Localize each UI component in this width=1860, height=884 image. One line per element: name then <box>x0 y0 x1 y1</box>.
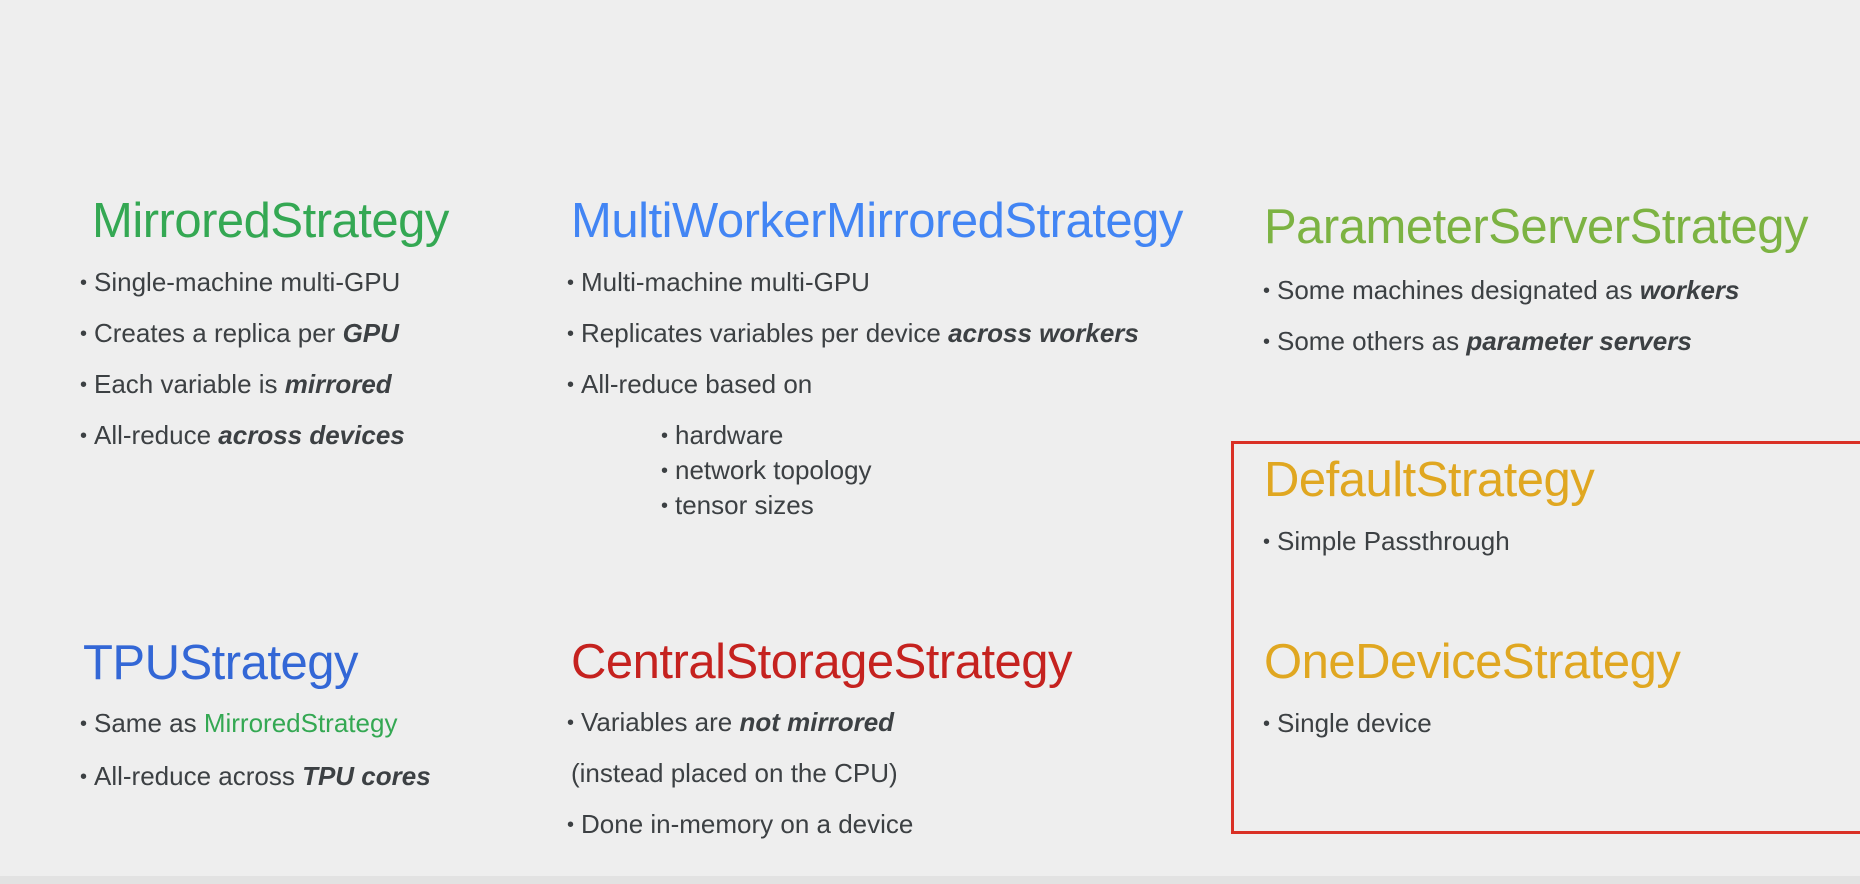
one-device-strategy-title: OneDeviceStrategy <box>1264 635 1681 689</box>
tpu-bullet-1: •Same as MirroredStrategy <box>80 708 398 738</box>
bottom-bar <box>0 876 1860 884</box>
bullet-icon: • <box>567 272 575 294</box>
mirrored-strategy-link: MirroredStrategy <box>203 708 398 738</box>
parameter-server-strategy-title: ParameterServerStrategy <box>1264 200 1809 254</box>
bullet-icon: • <box>80 272 88 294</box>
multiworker-sub-bullet-2: •network topology <box>661 455 872 485</box>
mirrored-bullet-1: •Single-machine multi-GPU <box>80 267 401 297</box>
highlight-box <box>1231 441 1860 834</box>
central-storage-strategy-title: CentralStorageStrategy <box>571 635 1073 689</box>
bullet-icon: • <box>1263 531 1271 553</box>
bullet-icon: • <box>80 425 88 447</box>
bullet-icon: • <box>567 712 575 734</box>
bullet-icon: • <box>80 323 88 345</box>
default-bullet-1: •Simple Passthrough <box>1263 526 1510 556</box>
multiworker-bullet-2: •Replicates variables per device across … <box>567 318 1139 348</box>
mirrored-bullet-3: •Each variable is mirrored <box>80 369 392 399</box>
bullet-icon: • <box>1263 280 1271 302</box>
bullet-icon: • <box>567 814 575 836</box>
bullet-icon: • <box>80 766 88 788</box>
bullet-icon: • <box>567 323 575 345</box>
bullet-icon: • <box>661 495 669 517</box>
mirrored-bullet-2: •Creates a replica per GPU <box>80 318 399 348</box>
bullet-icon: • <box>1263 331 1271 353</box>
central-storage-note: (instead placed on the CPU) <box>571 758 898 788</box>
multiworker-bullet-3: •All-reduce based on <box>567 369 813 399</box>
multiworker-sub-bullet-3: •tensor sizes <box>661 490 814 520</box>
one-device-bullet-1: •Single device <box>1263 708 1432 738</box>
mirrored-bullet-4: •All-reduce across devices <box>80 420 405 450</box>
parameter-server-bullet-2: •Some others as parameter servers <box>1263 326 1692 356</box>
bullet-icon: • <box>661 425 669 447</box>
mirrored-strategy-title: MirroredStrategy <box>92 194 449 248</box>
default-strategy-title: DefaultStrategy <box>1264 453 1595 507</box>
central-storage-bullet-2: •Done in-memory on a device <box>567 809 914 839</box>
multiworker-bullet-1: •Multi-machine multi-GPU <box>567 267 870 297</box>
bullet-icon: • <box>661 460 669 482</box>
tpu-bullet-2: •All-reduce across TPU cores <box>80 761 431 791</box>
parameter-server-bullet-1: •Some machines designated as workers <box>1263 275 1740 305</box>
bullet-icon: • <box>80 713 88 735</box>
bullet-icon: • <box>80 374 88 396</box>
multiworker-sub-bullet-1: •hardware <box>661 420 784 450</box>
bullet-icon: • <box>1263 713 1271 735</box>
central-storage-bullet-1: •Variables are not mirrored <box>567 707 895 737</box>
multiworker-strategy-title: MultiWorkerMirroredStrategy <box>571 194 1183 248</box>
tpu-strategy-title: TPUStrategy <box>83 636 358 690</box>
bullet-icon: • <box>567 374 575 396</box>
